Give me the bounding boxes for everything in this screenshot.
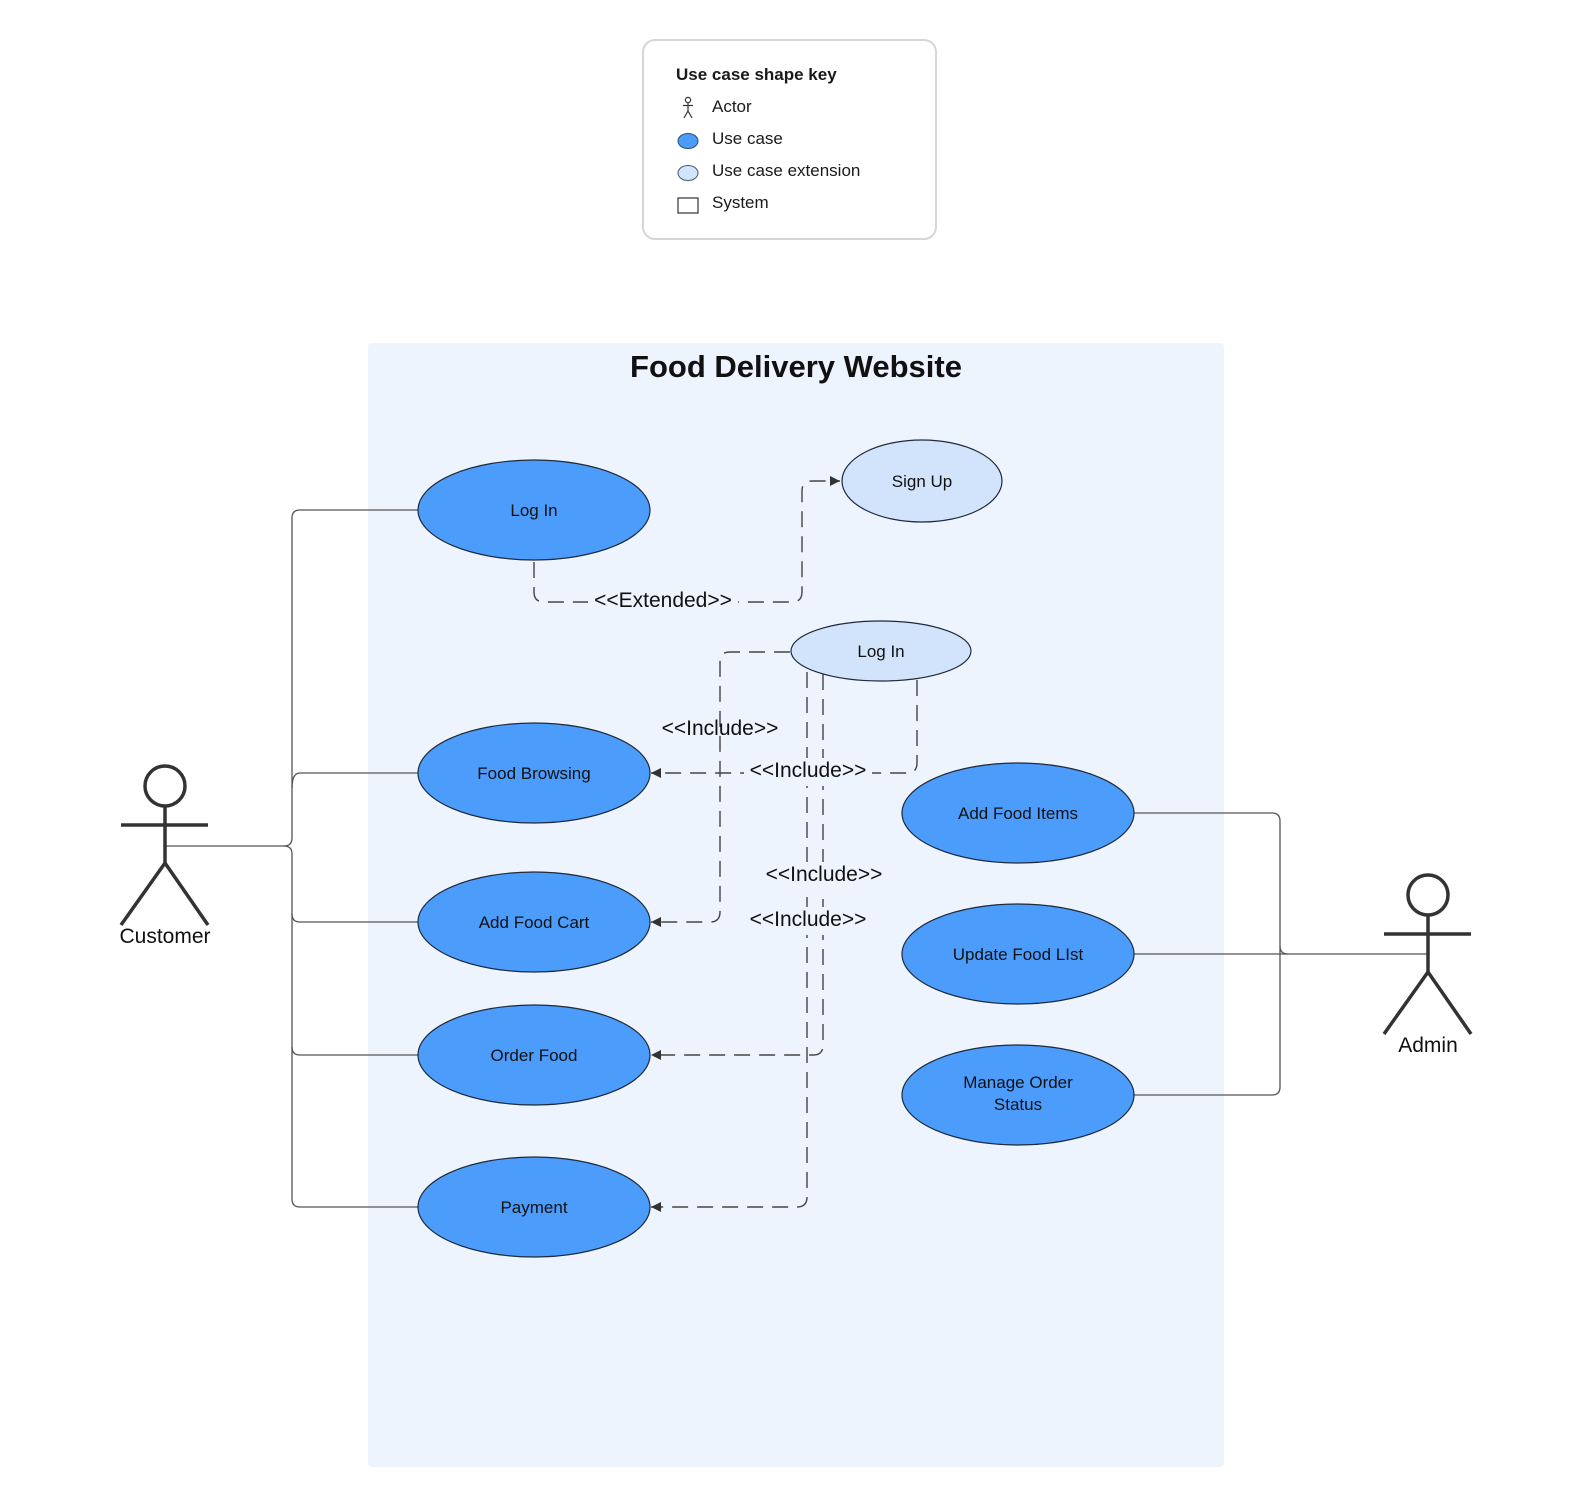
use-case-login-extension-label: Log In bbox=[857, 642, 904, 661]
assoc-admin-manage-order-status bbox=[1134, 946, 1281, 1096]
shape-key-title: Use case shape key bbox=[676, 65, 837, 84]
use-case-food-browsing[interactable]: Food Browsing bbox=[417, 722, 651, 824]
include-label-3: <<Include>> bbox=[766, 863, 883, 886]
include-label-4: <<Include>> bbox=[750, 908, 867, 931]
include-line-add-food-cart bbox=[651, 651, 790, 927]
actor-admin[interactable]: Admin bbox=[1382, 873, 1473, 1057]
actor-icon bbox=[683, 96, 693, 119]
use-case-payment[interactable]: Payment bbox=[417, 1156, 651, 1258]
use-case-order-food[interactable]: Order Food bbox=[417, 1004, 651, 1106]
use-case-login-label: Log In bbox=[510, 501, 557, 520]
relation-labels: <<Extended>> <<Include>> <<Include>> <<I… bbox=[588, 587, 888, 935]
use-case-login[interactable]: Log In bbox=[417, 459, 651, 561]
use-case-signup[interactable]: Sign Up bbox=[841, 439, 1003, 523]
include-label-2: <<Include>> bbox=[750, 759, 867, 782]
use-case-update-food-list-label: Update Food LIst bbox=[953, 945, 1084, 964]
customer-associations bbox=[165, 509, 418, 1208]
actor-customer-label: Customer bbox=[119, 925, 210, 948]
key-label-system: System bbox=[712, 193, 769, 212]
use-case-manage-order-status[interactable]: Manage Order Status bbox=[901, 1044, 1135, 1146]
extend-line-login-signup bbox=[533, 476, 840, 603]
use-case-add-food-cart[interactable]: Add Food Cart bbox=[417, 871, 651, 973]
relation-lines bbox=[533, 476, 918, 1212]
key-label-actor: Actor bbox=[712, 97, 752, 116]
include-line-order-food bbox=[651, 674, 824, 1060]
admin-associations bbox=[1134, 812, 1428, 1096]
use-case-payment-label: Payment bbox=[500, 1198, 567, 1217]
assoc-customer-payment bbox=[291, 1047, 418, 1208]
use-case-add-food-items[interactable]: Add Food Items bbox=[901, 762, 1135, 864]
use-case-login-extension[interactable]: Log In bbox=[790, 620, 972, 682]
key-label-use-case: Use case bbox=[712, 129, 783, 148]
shape-key-box bbox=[642, 39, 937, 240]
extended-label: <<Extended>> bbox=[594, 589, 732, 612]
use-case-update-food-list[interactable]: Update Food LIst bbox=[901, 903, 1135, 1005]
use-case-extension-icon bbox=[677, 165, 699, 181]
system-icon bbox=[677, 197, 699, 214]
use-case-signup-label: Sign Up bbox=[892, 472, 952, 491]
use-case-icon bbox=[677, 133, 699, 149]
actor-admin-label: Admin bbox=[1398, 1034, 1458, 1057]
key-label-use-case-extension: Use case extension bbox=[712, 161, 860, 180]
actor-customer[interactable]: Customer bbox=[119, 764, 211, 948]
use-case-order-food-label: Order Food bbox=[491, 1046, 578, 1065]
assoc-customer-login bbox=[165, 509, 418, 847]
use-case-food-browsing-label: Food Browsing bbox=[477, 764, 590, 783]
assoc-customer-food-browsing bbox=[291, 772, 418, 789]
include-line-payment bbox=[651, 672, 808, 1212]
include-line-food-browsing bbox=[651, 680, 918, 778]
use-case-manage-order-status-label-1: Manage Order bbox=[963, 1073, 1073, 1092]
include-label-1: <<Include>> bbox=[662, 717, 779, 740]
system-title: Food Delivery Website bbox=[630, 349, 962, 384]
shape-key: Use case shape key Actor Use case Use ca… bbox=[642, 39, 937, 240]
use-case-add-food-items-label: Add Food Items bbox=[958, 804, 1078, 823]
use-case-add-food-cart-label: Add Food Cart bbox=[479, 913, 590, 932]
use-case-manage-order-status-label-2: Status bbox=[994, 1095, 1042, 1114]
